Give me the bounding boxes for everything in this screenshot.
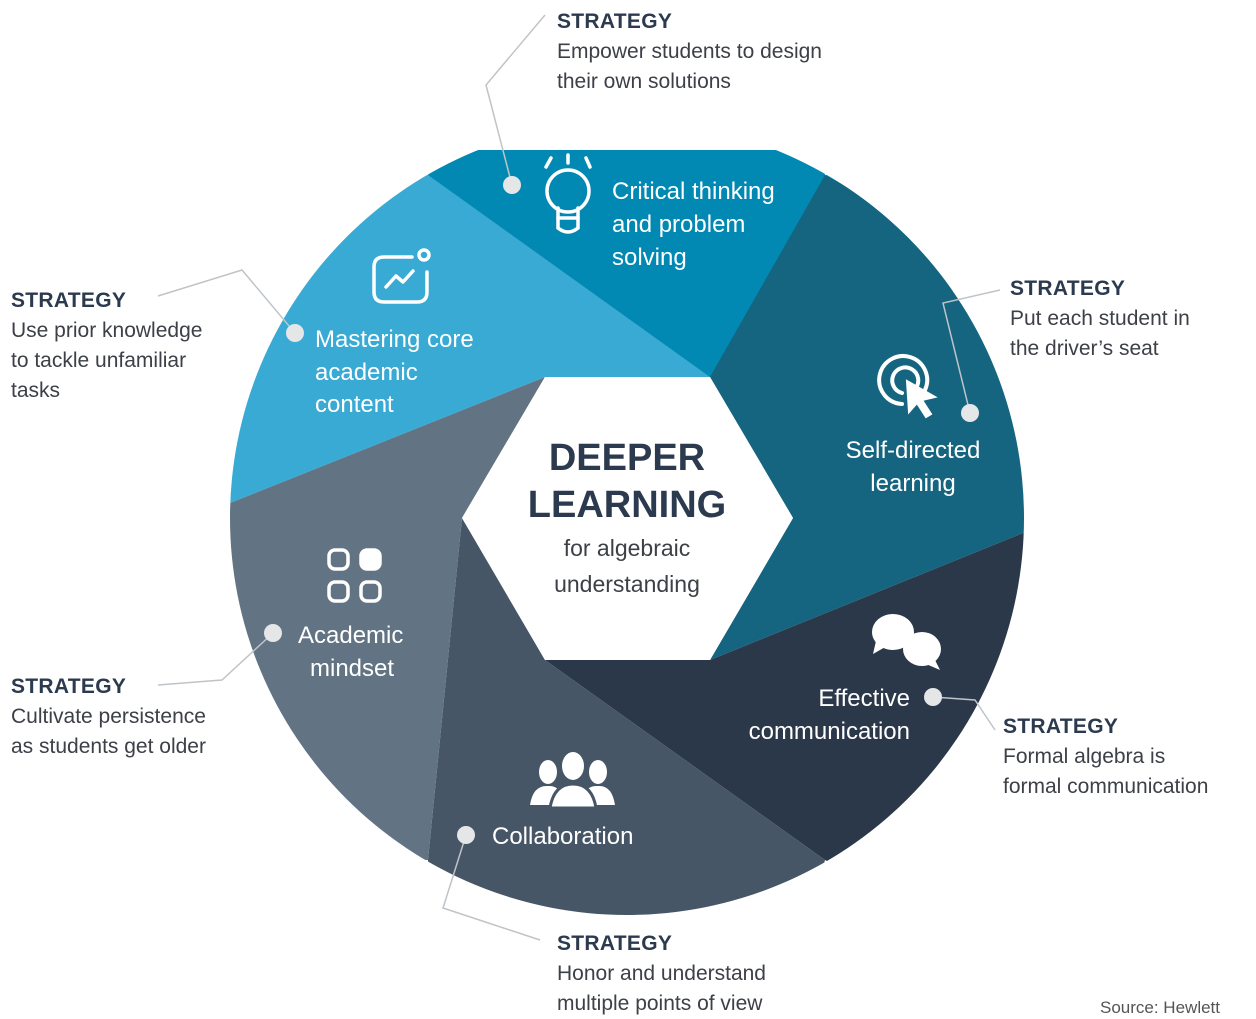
strategy-text-line: formal communication <box>1003 775 1209 798</box>
label-communication-1: Effective <box>818 685 910 712</box>
connector-mastering <box>157 269 296 334</box>
segment-labels: Critical thinking and problem solving Se… <box>298 178 980 850</box>
segment-collaboration <box>428 518 825 915</box>
strategy-text-line: multiple points of view <box>557 992 763 1015</box>
strategy-text-line: Empower students to design <box>557 40 822 63</box>
label-critical-2: and problem <box>612 211 745 238</box>
label-mindset-2: mindset <box>310 655 394 682</box>
chart-trend-icon <box>372 248 431 304</box>
connector-dots <box>264 176 979 844</box>
connector-collaboration <box>442 834 541 941</box>
center-title-line2: LEARNING <box>528 484 726 526</box>
strategy-collaboration: STRATEGY Honor and understand multiple p… <box>557 929 766 1019</box>
label-critical-1: Critical thinking <box>612 178 775 205</box>
connector-critical <box>485 14 546 186</box>
dot-mastering <box>286 324 304 342</box>
strategy-self-directed: STRATEGY Put each student in the driver’… <box>1010 274 1190 364</box>
label-mindset-1: Academic <box>298 622 403 649</box>
strategy-heading: STRATEGY <box>1010 277 1126 300</box>
label-mastering-1: Mastering core <box>315 326 474 353</box>
label-critical-3: solving <box>612 244 687 271</box>
label-self-1: Self-directed <box>846 437 981 464</box>
strategy-mastering: STRATEGY Use prior knowledge to tackle u… <box>11 286 202 406</box>
strategy-text-line: Cultivate persistence <box>11 705 206 728</box>
label-mastering-2: academic <box>315 359 418 386</box>
strategy-heading: STRATEGY <box>11 289 127 312</box>
dot-mindset <box>264 624 282 642</box>
strategy-heading: STRATEGY <box>11 675 127 698</box>
label-collaboration-1: Collaboration <box>492 823 633 850</box>
wheel-segments <box>230 150 1024 915</box>
strategy-heading: STRATEGY <box>557 10 673 33</box>
center-title-line1: DEEPER <box>549 437 705 479</box>
connector-self <box>942 289 1001 414</box>
dot-self <box>961 404 979 422</box>
strategy-text-line: tasks <box>11 379 61 402</box>
people-group-icon <box>530 752 615 810</box>
center-subtitle-line2: understanding <box>554 571 700 597</box>
strategy-text-line: as students get older <box>11 735 206 758</box>
dot-critical <box>503 176 521 194</box>
strategy-heading: STRATEGY <box>1003 715 1119 738</box>
label-mastering-3: content <box>315 391 394 418</box>
speech-bubbles-icon <box>872 614 941 670</box>
strategy-text-line: their own solutions <box>557 70 731 93</box>
strategy-text-line: Honor and understand <box>557 962 766 985</box>
click-target-icon <box>877 354 938 419</box>
strategy-text-line: Formal algebra is <box>1003 745 1166 768</box>
connector-mindset <box>157 632 274 686</box>
grid-squares-icon <box>327 548 382 603</box>
center-hexagon <box>462 377 793 660</box>
lightbulb-icon <box>544 153 592 234</box>
strategy-critical: STRATEGY Empower students to design thei… <box>557 7 822 97</box>
strategy-text-line: the driver’s seat <box>1010 337 1159 360</box>
strategy-communication: STRATEGY Formal algebra is formal commun… <box>1003 712 1208 802</box>
connector-communication <box>932 696 996 731</box>
strategy-heading: STRATEGY <box>557 932 673 955</box>
connector-lines <box>157 14 1001 941</box>
strategy-text-line: to tackle unfamiliar <box>11 349 187 372</box>
dot-communication <box>924 688 942 706</box>
label-self-2: learning <box>870 470 955 497</box>
strategy-mindset: STRATEGY Cultivate persistence as studen… <box>11 672 206 762</box>
strategy-text-line: Put each student in <box>1010 307 1190 330</box>
source-note: Source: Hewlett <box>1100 998 1220 1017</box>
strategy-text-line: Use prior knowledge <box>11 319 203 342</box>
label-communication-2: communication <box>749 718 910 745</box>
center-subtitle-line1: for algebraic <box>564 535 691 561</box>
dot-collaboration <box>457 826 475 844</box>
